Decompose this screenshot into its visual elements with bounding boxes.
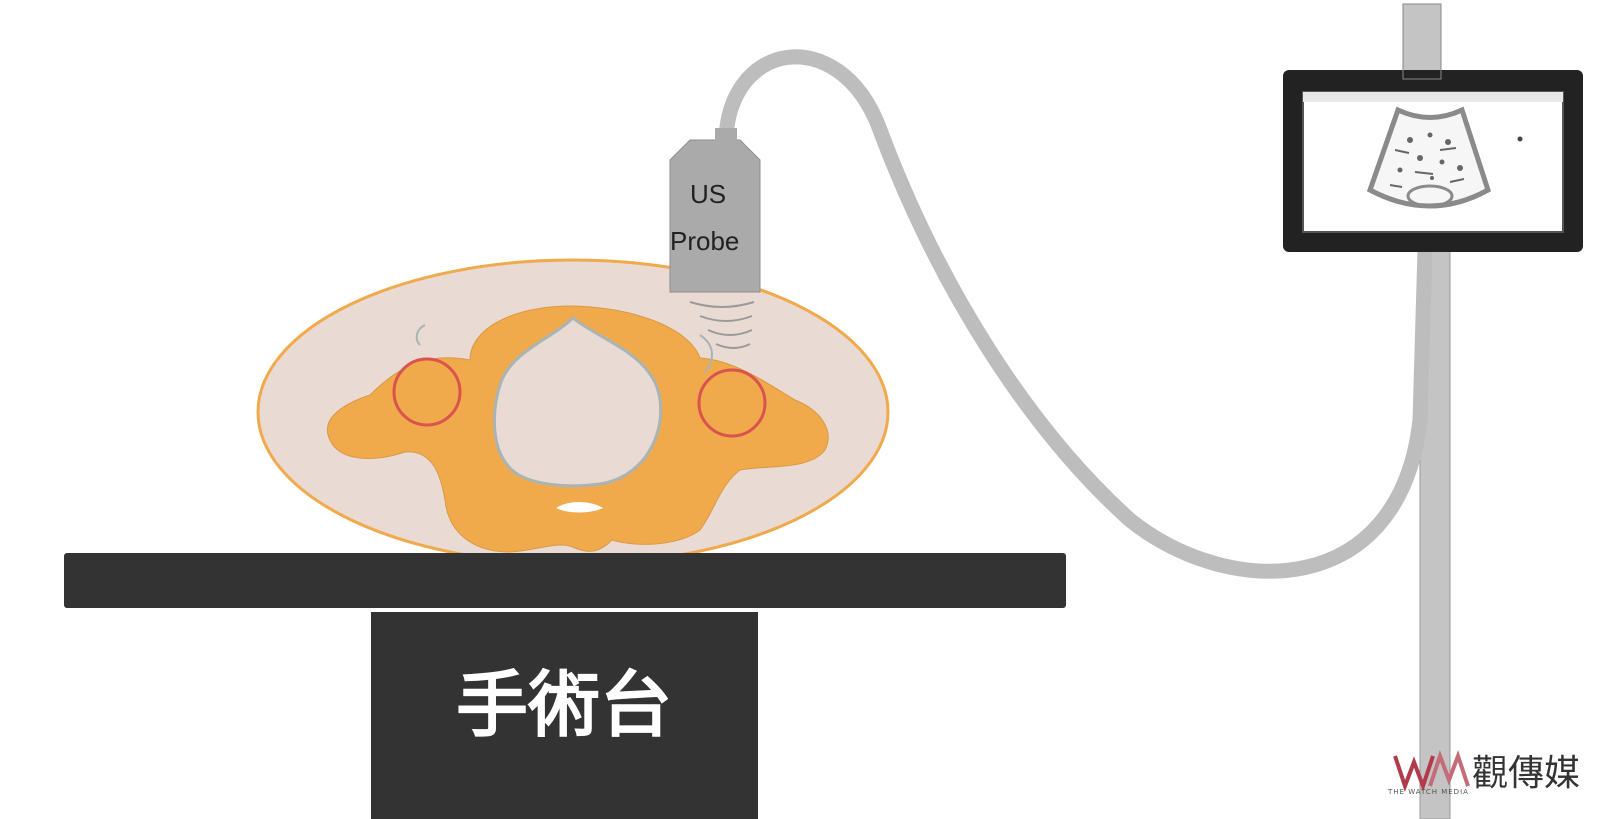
- ultrasound-monitor-icon: [1283, 3, 1583, 252]
- probe-label-line2: Probe: [670, 226, 739, 256]
- probe-label-line1: US: [690, 179, 726, 209]
- ultrasound-image: [1366, 106, 1523, 209]
- watermark-tagline: THE WATCH MEDIA: [1387, 788, 1469, 796]
- spine-cross-section-icon: [256, 258, 890, 566]
- probe-cable: [718, 49, 1433, 579]
- left-facet-joint: [392, 357, 462, 427]
- spinous-process: [556, 502, 603, 513]
- ultrasound-waves: [689, 301, 755, 349]
- right-facet-joint: [697, 368, 767, 438]
- watch-media-logo-icon: THE WATCH MEDIA 觀傳媒: [1387, 750, 1580, 796]
- vertebral-body: [492, 316, 663, 488]
- operating-table-icon: 手術台: [64, 553, 1066, 819]
- ultrasound-probe-icon: US Probe: [669, 128, 761, 349]
- watermark-brand: 觀傳媒: [1472, 753, 1580, 794]
- operating-table-label: 手術台: [456, 663, 672, 747]
